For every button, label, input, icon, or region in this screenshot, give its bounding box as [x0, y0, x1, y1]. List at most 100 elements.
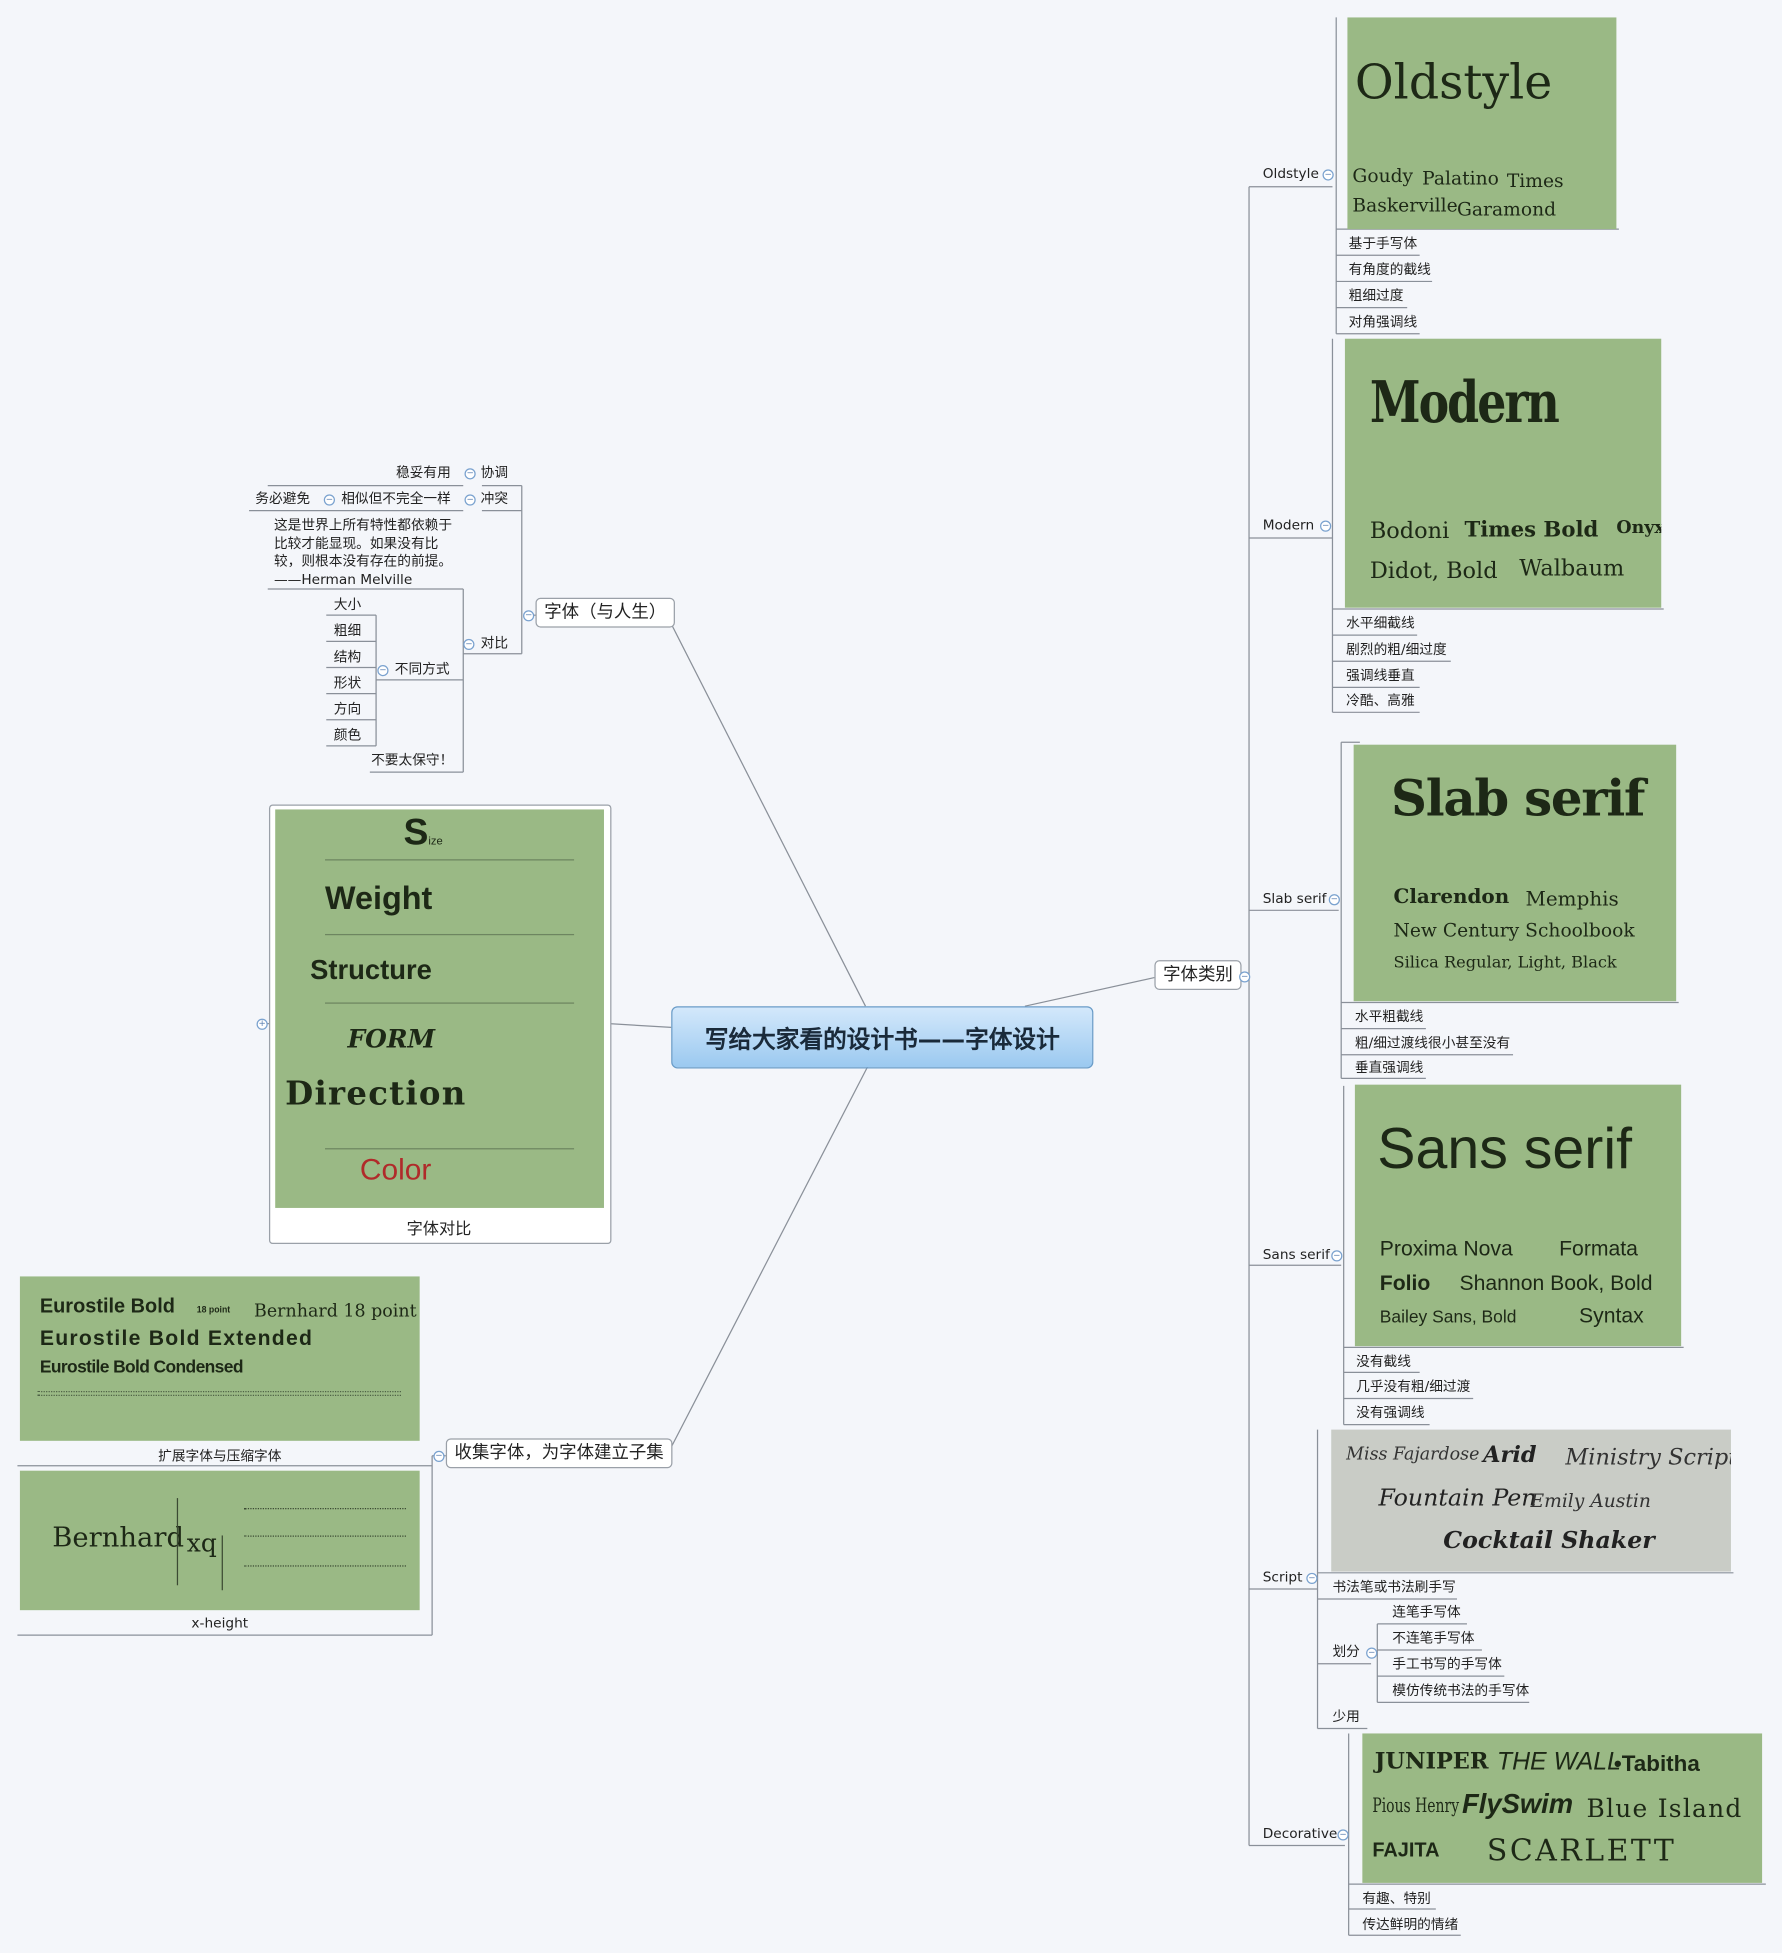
- collapse-toggle-icon[interactable]: −: [1328, 894, 1340, 906]
- collapse-toggle-icon[interactable]: −: [1306, 1572, 1318, 1585]
- topic-rarely-used[interactable]: 少用: [1332, 1708, 1360, 1725]
- sans-note[interactable]: 没有截线: [1356, 1353, 1411, 1370]
- sans-sample: Syntax: [1579, 1303, 1644, 1328]
- collapse-toggle-icon[interactable]: −: [433, 1450, 445, 1462]
- collapse-toggle-icon[interactable]: −: [1320, 520, 1332, 532]
- collapse-toggle-icon[interactable]: −: [1366, 1647, 1378, 1659]
- oldstyle-title: Oldstyle: [1354, 54, 1553, 110]
- collapse-toggle-icon[interactable]: −: [523, 610, 535, 622]
- sample-eurostile-extended: Eurostile Bold Extended: [39, 1326, 314, 1350]
- quote-author: ——Herman Melville: [273, 570, 413, 588]
- script-note[interactable]: 书法笔或书法刷手写: [1332, 1579, 1456, 1596]
- collapse-toggle-icon[interactable]: −: [1331, 1250, 1343, 1262]
- slab-note[interactable]: 粗/细过渡线很小甚至没有: [1354, 1034, 1511, 1052]
- decorative-sample: Pious Henry: [1372, 1793, 1460, 1817]
- slab-note[interactable]: 垂直强调线: [1354, 1059, 1424, 1076]
- extended-condensed-image: Eurostile Bold 18 point Bernhard 18 poin…: [19, 1276, 420, 1441]
- topic-collect-fonts[interactable]: 收集字体，为字体建立子集: [445, 1438, 673, 1469]
- oldstyle-note[interactable]: 有角度的截线: [1348, 261, 1431, 278]
- topic-harmony[interactable]: 协调: [480, 464, 509, 481]
- decorative-note[interactable]: 传达鲜明的情绪: [1362, 1916, 1459, 1933]
- way-item[interactable]: 粗细: [333, 622, 362, 639]
- collapse-toggle-icon[interactable]: −: [463, 638, 475, 651]
- slab-sample: Memphis: [1525, 886, 1619, 911]
- modern-note[interactable]: 强调线垂直: [1346, 667, 1415, 684]
- melville-quote[interactable]: 这是世界上所有特性都依赖于 比较才能显现。如果没有比 较，则根本没有存在的前提。…: [274, 517, 452, 589]
- way-item[interactable]: 方向: [333, 701, 362, 718]
- division-item[interactable]: 不连笔手写体: [1392, 1630, 1475, 1647]
- topic-conflict-avoid[interactable]: 务必避免: [255, 490, 311, 507]
- decorative-note[interactable]: 有趣、特别: [1362, 1890, 1431, 1907]
- sans-note[interactable]: 没有强调线: [1356, 1404, 1425, 1421]
- modern-note[interactable]: 剧烈的粗/细过度: [1346, 641, 1447, 658]
- script-sample: Ministry Script: [1565, 1444, 1731, 1471]
- oldstyle-note[interactable]: 基于手写体: [1348, 235, 1418, 252]
- way-item[interactable]: 颜色: [333, 727, 362, 744]
- oldstyle-sample: Baskerville: [1352, 194, 1458, 217]
- topic-conflict-similar[interactable]: 相似但不完全一样: [341, 490, 451, 507]
- extended-condensed-caption: 扩展字体与压缩字体: [158, 1448, 282, 1465]
- category-script[interactable]: Script: [1262, 1569, 1303, 1586]
- modern-note[interactable]: 水平细截线: [1346, 615, 1415, 632]
- collapse-toggle-icon[interactable]: −: [464, 468, 476, 480]
- modern-sample: Times Bold: [1464, 518, 1599, 543]
- collapse-toggle-icon[interactable]: −: [323, 494, 335, 506]
- quote-line: 较，则根本没有存在的前提。: [273, 552, 453, 570]
- collapse-toggle-icon[interactable]: −: [1239, 971, 1251, 983]
- root-topic[interactable]: 写给大家看的设计书——字体设计: [671, 1006, 1094, 1069]
- sans-serif-image: Sans serif Proxima Nova Formata Folio Sh…: [1354, 1084, 1682, 1347]
- topic-harmony-note[interactable]: 稳妥有用: [396, 464, 451, 481]
- sans-sample: Bailey Sans, Bold: [1379, 1306, 1517, 1327]
- topic-font-categories[interactable]: 字体类别: [1154, 960, 1242, 991]
- modern-sample: Onyx: [1616, 518, 1662, 538]
- slab-note[interactable]: 水平粗截线: [1354, 1008, 1424, 1025]
- division-item[interactable]: 手工书写的手写体: [1392, 1656, 1502, 1673]
- modern-note[interactable]: 冷酷、高雅: [1346, 692, 1415, 709]
- sans-sample: Folio: [1379, 1271, 1431, 1296]
- slab-serif-image: Slab serif Clarendon Memphis New Century…: [1353, 744, 1677, 1002]
- modern-sample: Walbaum: [1519, 555, 1625, 582]
- oldstyle-sample: Palatino: [1422, 166, 1499, 190]
- modern-sample: Bodoni: [1369, 518, 1450, 545]
- expand-toggle-icon[interactable]: +: [256, 1018, 268, 1030]
- collapse-toggle-icon[interactable]: −: [1322, 169, 1334, 181]
- topic-division[interactable]: 划分: [1332, 1643, 1360, 1660]
- division-item[interactable]: 连笔手写体: [1392, 1603, 1461, 1621]
- oldstyle-note[interactable]: 粗细过度: [1348, 287, 1404, 304]
- decorative-sample: JUNIPER: [1374, 1748, 1489, 1775]
- topic-different-ways[interactable]: 不同方式: [394, 661, 450, 678]
- way-item[interactable]: 结构: [333, 648, 362, 665]
- word-size-rest: ize: [428, 834, 443, 847]
- category-decorative[interactable]: Decorative: [1262, 1825, 1338, 1842]
- oldstyle-sample: Garamond: [1457, 198, 1557, 221]
- topic-conflict[interactable]: 冲突: [480, 490, 509, 507]
- sans-note[interactable]: 几乎没有粗/细过渡: [1356, 1378, 1471, 1395]
- sample-bernhard: Bernhard: [52, 1523, 185, 1555]
- collapse-toggle-icon[interactable]: −: [377, 664, 389, 677]
- oldstyle-sample: Times: [1506, 169, 1564, 192]
- sample-xq: xq: [186, 1527, 217, 1558]
- sample-18-point: 18 point: [196, 1306, 231, 1316]
- topic-contrast[interactable]: 对比: [480, 635, 509, 652]
- way-item[interactable]: 大小: [333, 596, 362, 613]
- script-sample: Emily Austin: [1530, 1489, 1651, 1512]
- sans-sample: Formata: [1559, 1236, 1638, 1261]
- collapse-toggle-icon[interactable]: −: [464, 494, 476, 506]
- quote-line: 这是世界上所有特性都依赖于: [273, 516, 453, 533]
- word-direction: Direction: [285, 1075, 467, 1114]
- sample-eurostile-condensed: Eurostile Bold Condensed: [39, 1356, 244, 1377]
- category-slab-serif[interactable]: Slab serif: [1262, 890, 1327, 907]
- category-oldstyle[interactable]: Oldstyle: [1262, 165, 1319, 182]
- topic-font-and-life[interactable]: 字体（与人生）: [535, 597, 675, 628]
- category-sans-serif[interactable]: Sans serif: [1262, 1246, 1330, 1263]
- topic-not-conservative[interactable]: 不要太保守！: [371, 752, 454, 769]
- modern-title: Modern: [1369, 368, 1560, 436]
- category-modern[interactable]: Modern: [1262, 516, 1315, 533]
- collapse-toggle-icon[interactable]: −: [1337, 1829, 1349, 1841]
- division-item[interactable]: 模仿传统书法的手写体: [1392, 1682, 1530, 1699]
- word-size-initial: S: [403, 811, 429, 854]
- contrast-image: S ize Weight Structure FORM Direction Co…: [275, 809, 604, 1208]
- oldstyle-note[interactable]: 对角强调线: [1348, 313, 1418, 331]
- way-item[interactable]: 形状: [333, 674, 362, 692]
